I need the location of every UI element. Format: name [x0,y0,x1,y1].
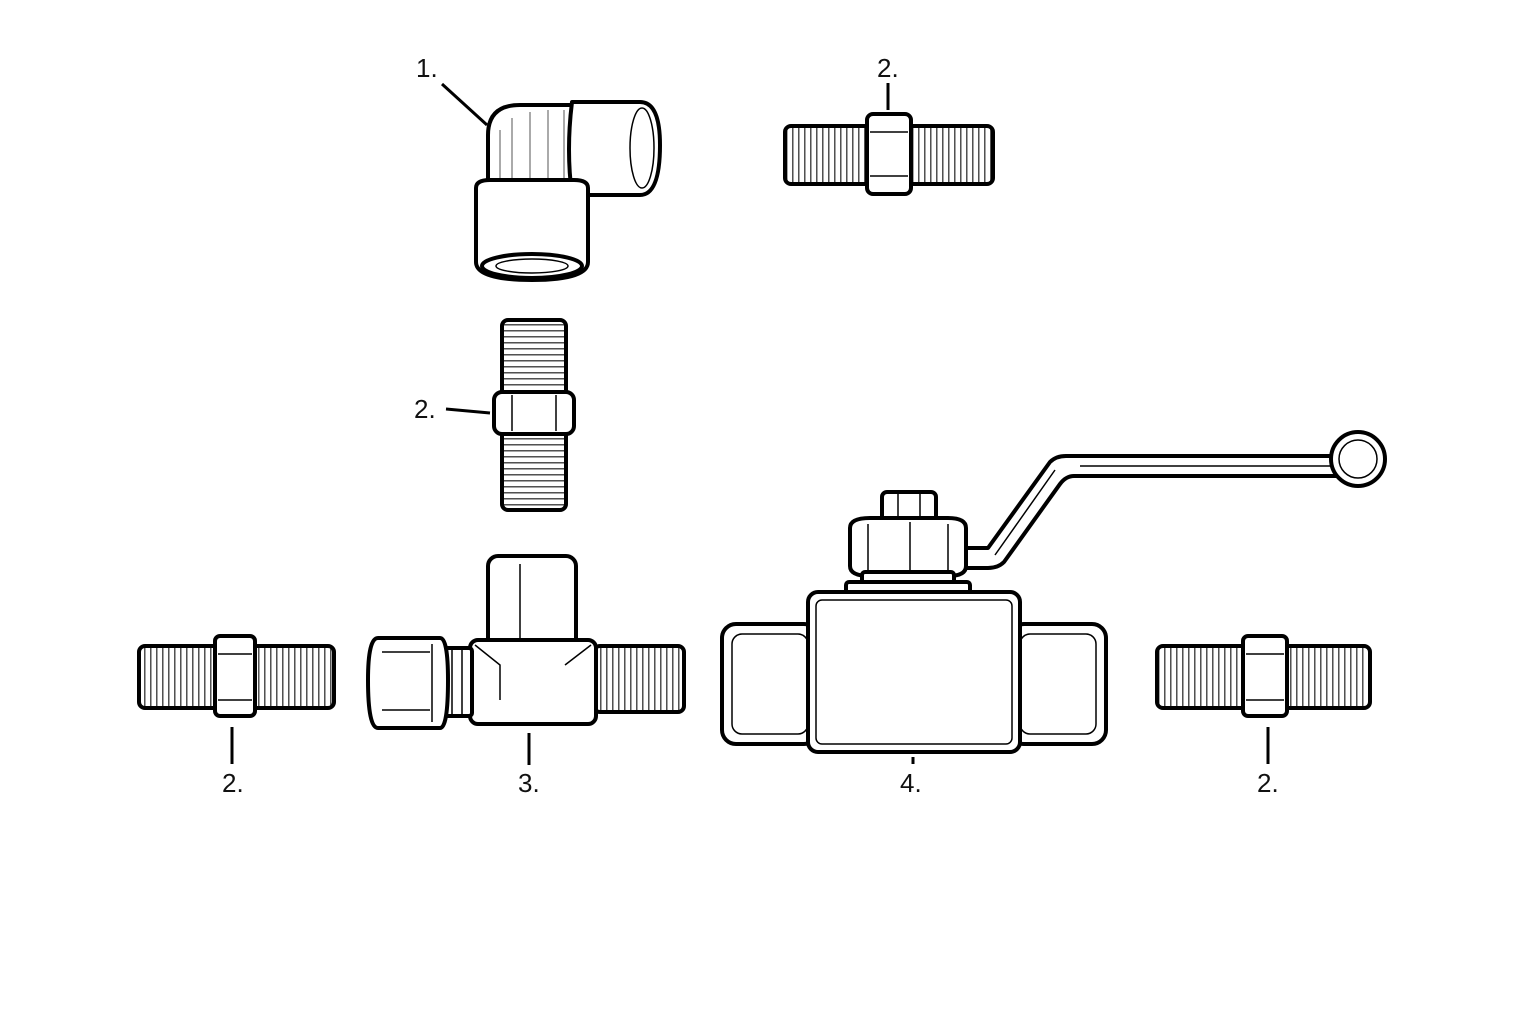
leader-line-1 [440,82,489,127]
hex-nipple-left [137,634,336,718]
label-part-2-left: 2. [222,768,244,798]
hex-nipple-top [783,112,995,196]
ball-valve [720,430,1387,754]
label-part-2-middle: 2. [414,394,436,424]
elbow-fitting [474,100,662,282]
label-part-4: 4. [900,768,922,798]
tee-fitting [366,554,686,730]
label-part-1: 1. [416,53,438,83]
label-part-2-right: 2. [1257,768,1279,798]
hex-nipple-right [1155,634,1372,718]
hex-nipple-middle [492,318,576,512]
leader-line-2-middle [445,407,491,415]
label-part-2-top: 2. [877,53,899,83]
label-part-3: 3. [518,768,540,798]
